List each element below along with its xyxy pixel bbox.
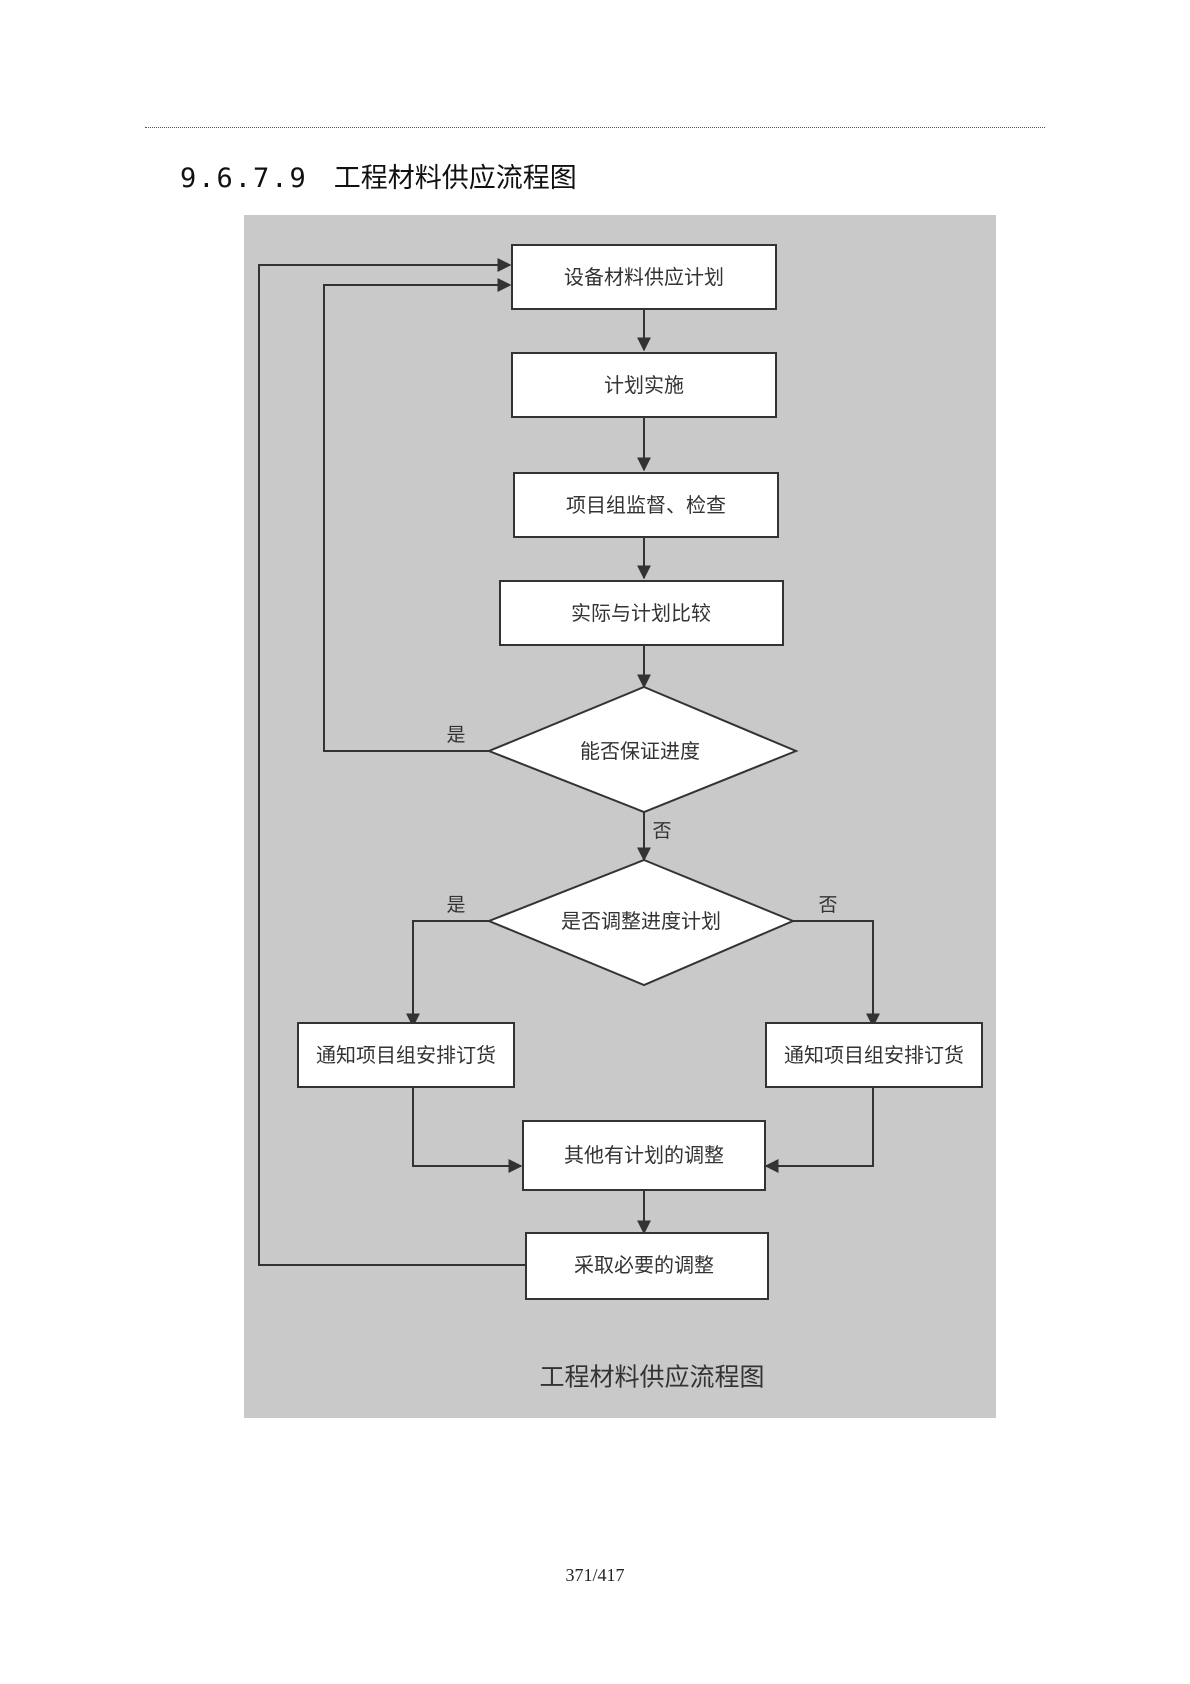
edge-adjust-yes xyxy=(406,920,489,1028)
edge-notify-left-other xyxy=(412,1087,523,1173)
decision-diamonds xyxy=(486,685,799,987)
node-necessary-adjust-label: 采取必要的调整 xyxy=(574,1253,714,1277)
edge-label-guarantee-yes: 是 xyxy=(446,724,465,746)
node-guarantee-label: 能否保证进度 xyxy=(580,739,700,763)
node-compare-label: 实际与计划比较 xyxy=(571,601,711,625)
node-notify-left-label: 通知项目组安排订货 xyxy=(316,1043,496,1067)
node-guarantee-diamond xyxy=(486,685,799,814)
page-number: 371/417 xyxy=(565,1565,625,1585)
node-compare-box xyxy=(499,580,784,646)
edge-adjust-no xyxy=(793,920,880,1028)
node-implement-label: 计划实施 xyxy=(604,373,684,397)
edge-label-guarantee-no: 否 xyxy=(652,820,671,842)
node-notify-right-box xyxy=(765,1022,983,1088)
node-necessary-adjust-box xyxy=(525,1232,769,1300)
flowchart-caption: 工程材料供应流程图 xyxy=(539,1363,764,1392)
flowchart-figure: 设备材料供应计划 计划实施 项目组监督、检查 实际与计划比较 能否保证进度 是否… xyxy=(244,215,996,1418)
edge-notify-right-other xyxy=(764,1087,874,1173)
header-rule xyxy=(145,127,1045,128)
process-boxes xyxy=(297,244,983,1300)
node-plan-box xyxy=(511,244,777,310)
section-title: 工程材料供应流程图 xyxy=(333,163,577,194)
edge-label-adjust-yes: 是 xyxy=(446,894,465,916)
node-plan-label: 设备材料供应计划 xyxy=(564,265,724,289)
node-supervise-label: 项目组监督、检查 xyxy=(566,493,726,517)
edge-label-adjust-no: 否 xyxy=(818,894,837,916)
section-number: 9.6.7.9 xyxy=(180,163,308,194)
node-other-adjust-box xyxy=(522,1120,766,1191)
flowchart-canvas: 设备材料供应计划 计划实施 项目组监督、检查 实际与计划比较 能否保证进度 是否… xyxy=(244,215,996,1418)
section-heading: 9.6.7.9 工程材料供应流程图 xyxy=(180,156,577,195)
node-other-adjust-label: 其他有计划的调整 xyxy=(564,1143,724,1167)
node-notify-left-box xyxy=(297,1022,515,1088)
edge-guarantee-yes-loop xyxy=(323,278,512,752)
node-supervise-box xyxy=(513,472,779,538)
node-adjust-decision-label: 是否调整进度计划 xyxy=(561,909,721,933)
edge-necessary-loop xyxy=(258,258,526,1266)
node-adjust-diamond xyxy=(486,858,796,987)
connectors xyxy=(258,258,880,1266)
node-notify-right-label: 通知项目组安排订货 xyxy=(784,1043,964,1067)
node-implement-box xyxy=(511,352,777,418)
